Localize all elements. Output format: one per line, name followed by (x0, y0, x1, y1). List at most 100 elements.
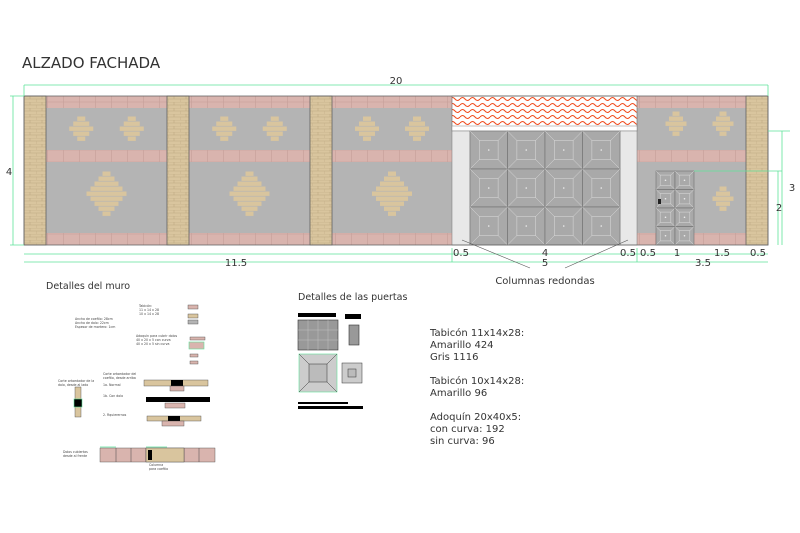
leader-lines (461, 239, 629, 269)
door-panel (674, 189, 695, 209)
muro-detail-label: 40 x 20 x 5 con curva (136, 338, 171, 342)
brick-diamond (665, 111, 687, 136)
muro-detail-label: 11 x 14 x 28 (139, 308, 159, 312)
wall-outline (23, 95, 769, 246)
bottom-dimensions-row1: 0.5 4 0.5 0.5 1 1.5 0.5 (453, 248, 766, 259)
round-column-right (619, 130, 638, 246)
brick-pillar (166, 95, 190, 246)
dimension-lines (10, 84, 790, 263)
door-handle-icon (658, 199, 661, 204)
brick-diamonds (69, 111, 734, 216)
dim-height-right-outer: 3 (789, 183, 795, 194)
round-column-left (451, 130, 471, 246)
dim-bottom-row1-label: 1.5 (714, 248, 730, 259)
dim-bottom-row2-label: 11.5 (225, 258, 247, 269)
muro-detail-label: Tabicón: (138, 304, 152, 308)
dim-bottom-row1-label: 0.5 (453, 248, 469, 259)
qty-amarillo-424: Amarillo 424 (430, 340, 494, 351)
pink-stripe (24, 96, 452, 108)
pink-stripe (24, 150, 452, 162)
qty-amarillo-96: Amarillo 96 (430, 388, 488, 399)
dim-total-width: 20 (390, 76, 403, 87)
dim-bottom-row2-label: 5 (542, 258, 548, 269)
muro-detail-label: Corte ortoedador del (103, 372, 136, 376)
dim-bottom-row1-label: 0.5 (750, 248, 766, 259)
dim-bottom-row1-label: 1 (674, 248, 680, 259)
gate-panel (544, 206, 583, 246)
pink-stripe (637, 96, 746, 108)
qty-sin-curva: sin curva: 96 (430, 436, 495, 447)
dim-bottom-row1-label: 4 (542, 248, 548, 259)
muro-detail-label: Corte ortoedador de la (58, 379, 94, 383)
bottom-dimensions-row2: 11.5 5 3.5 (225, 258, 711, 269)
muro-detail-label: coeftio, desde arriba (103, 376, 136, 380)
muro-detail-label: 40 x 20 x 5 sin curva (136, 342, 170, 346)
brick-diamond (712, 186, 734, 211)
muro-detail-label: Adoquín para cubrir dolos (136, 334, 177, 338)
brick-pillar (745, 95, 769, 246)
pink-stripe (24, 233, 452, 245)
gate-panel (469, 130, 508, 170)
brick-pillar (23, 95, 47, 246)
muro-details-heading: Detalles del muro (46, 281, 130, 292)
brick-pillar (309, 95, 333, 246)
roof-eave (451, 125, 638, 132)
brick-diamond (372, 171, 412, 216)
gate-panel (469, 168, 508, 208)
qty-tabicon-11-title: Tabicón 11x14x28: (430, 328, 525, 339)
muro-detail-label: Dolos cubiertas (63, 450, 88, 454)
muro-detail-label: Columna (149, 463, 163, 467)
dim-bottom-row1-label: 0.5 (640, 248, 656, 259)
muro-detail-label: 1a. Normal (103, 383, 121, 387)
pink-stripe (637, 150, 746, 162)
muro-detail-label: desde al frente (63, 454, 87, 458)
gate-panel (469, 206, 508, 246)
drawing-title: ALZADO FACHADA (22, 54, 161, 72)
muro-detail-label: Ancho de dolo: 22cm (75, 321, 109, 325)
dim-bottom-row2-label: 3.5 (695, 258, 711, 269)
door-panel (655, 170, 676, 190)
door-panel (655, 226, 676, 246)
door-panel (674, 207, 695, 227)
muro-details-sketches (73, 304, 216, 463)
garage-gate (469, 130, 621, 246)
brick-diamond (712, 111, 734, 136)
gate-panel (582, 206, 621, 246)
brick-diamond (86, 171, 127, 216)
puertas-details-heading: Detalles de las puertas (298, 292, 407, 303)
brick-diamond (262, 116, 287, 141)
brick-diamond (405, 116, 429, 141)
entry-door (655, 170, 695, 246)
brick-diamond (119, 116, 144, 141)
muro-detail-label: Ancho de coeftio: 28cm (75, 317, 113, 321)
roof-tiles (451, 95, 638, 132)
qty-con-curva: con curva: 192 (430, 424, 505, 435)
door-panel (674, 226, 695, 246)
qty-gris-1116: Gris 1116 (430, 352, 479, 363)
door-panel (674, 170, 695, 190)
gate-panel (582, 130, 621, 170)
gate-panel (507, 168, 546, 208)
gate-panel (507, 206, 546, 246)
dim-bottom-row1-label: 0.5 (620, 248, 636, 259)
muro-detail-label: dolo, desde al lado (58, 383, 88, 387)
muro-detail-label: Espesor de mortero: 1cm (75, 325, 115, 329)
brick-diamond (355, 116, 379, 141)
muro-detail-label: 10 x 14 x 28 (139, 312, 159, 316)
qty-tabicon-10-title: Tabicón 10x14x28: (430, 376, 525, 387)
brick-diamond (229, 171, 270, 216)
gate-panel (507, 130, 546, 170)
material-quantities: Tabicón 11x14x28: Amarillo 424 Gris 1116… (430, 328, 524, 448)
muro-detail-label: para coeftio (149, 467, 168, 471)
puertas-details-sketches (297, 313, 363, 409)
gate-panel (544, 168, 583, 208)
muro-detail-label: 2. Rquierernos (103, 413, 127, 417)
columns-annotation: Columnas redondas (495, 276, 594, 287)
gate-panel (544, 130, 583, 170)
qty-adoquin-title: Adoquín 20x40x5: (430, 412, 522, 423)
door-panel (655, 189, 676, 209)
brick-diamond (212, 116, 237, 141)
gate-panel (582, 168, 621, 208)
